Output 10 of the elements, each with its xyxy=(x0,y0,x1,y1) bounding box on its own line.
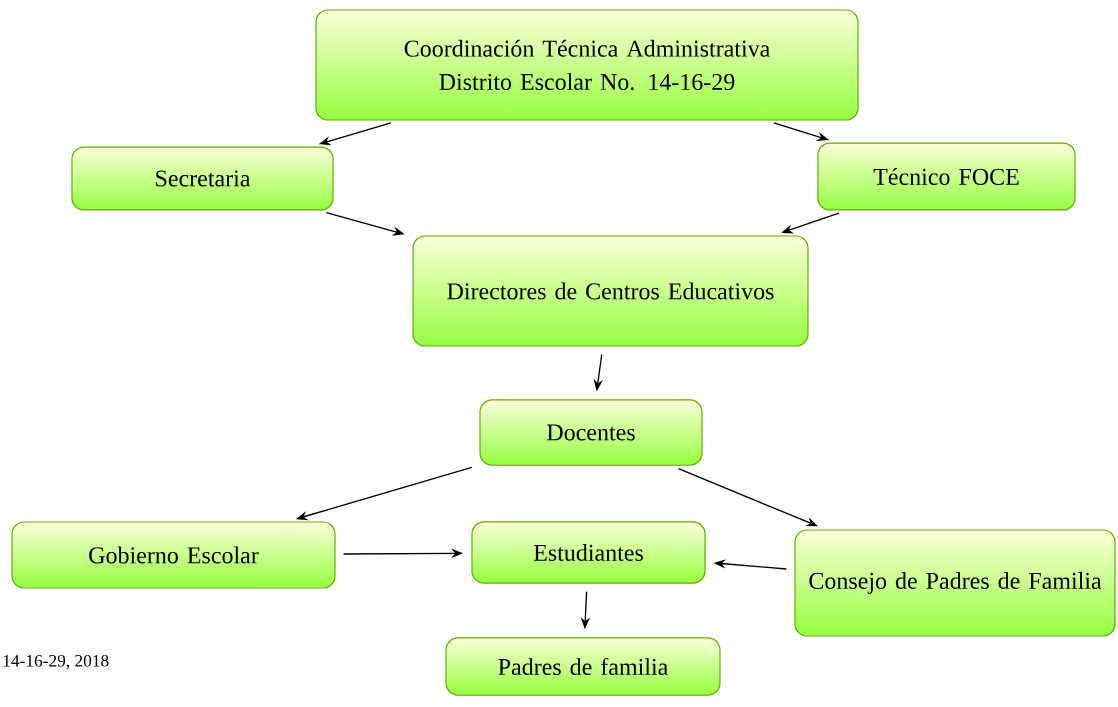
process-box: Consejo de Padres de Familia xyxy=(794,529,1116,637)
process-box: Gobierno Escolar xyxy=(11,521,336,589)
process-box: Técnico FOCE xyxy=(817,142,1076,211)
process-box: Estudiantes xyxy=(471,521,706,584)
source-note: 14-16-29, 2018 xyxy=(3,654,109,670)
process-box: Secretaria xyxy=(71,146,334,211)
process-box: Docentes xyxy=(479,399,703,466)
process-box: Directores de Centros Educativos xyxy=(412,235,809,347)
process-box: Coordinación Técnica Administrativa Distrito Escolar No. 14-16-29 xyxy=(315,9,859,121)
process-box: Padres de familia xyxy=(445,637,721,696)
